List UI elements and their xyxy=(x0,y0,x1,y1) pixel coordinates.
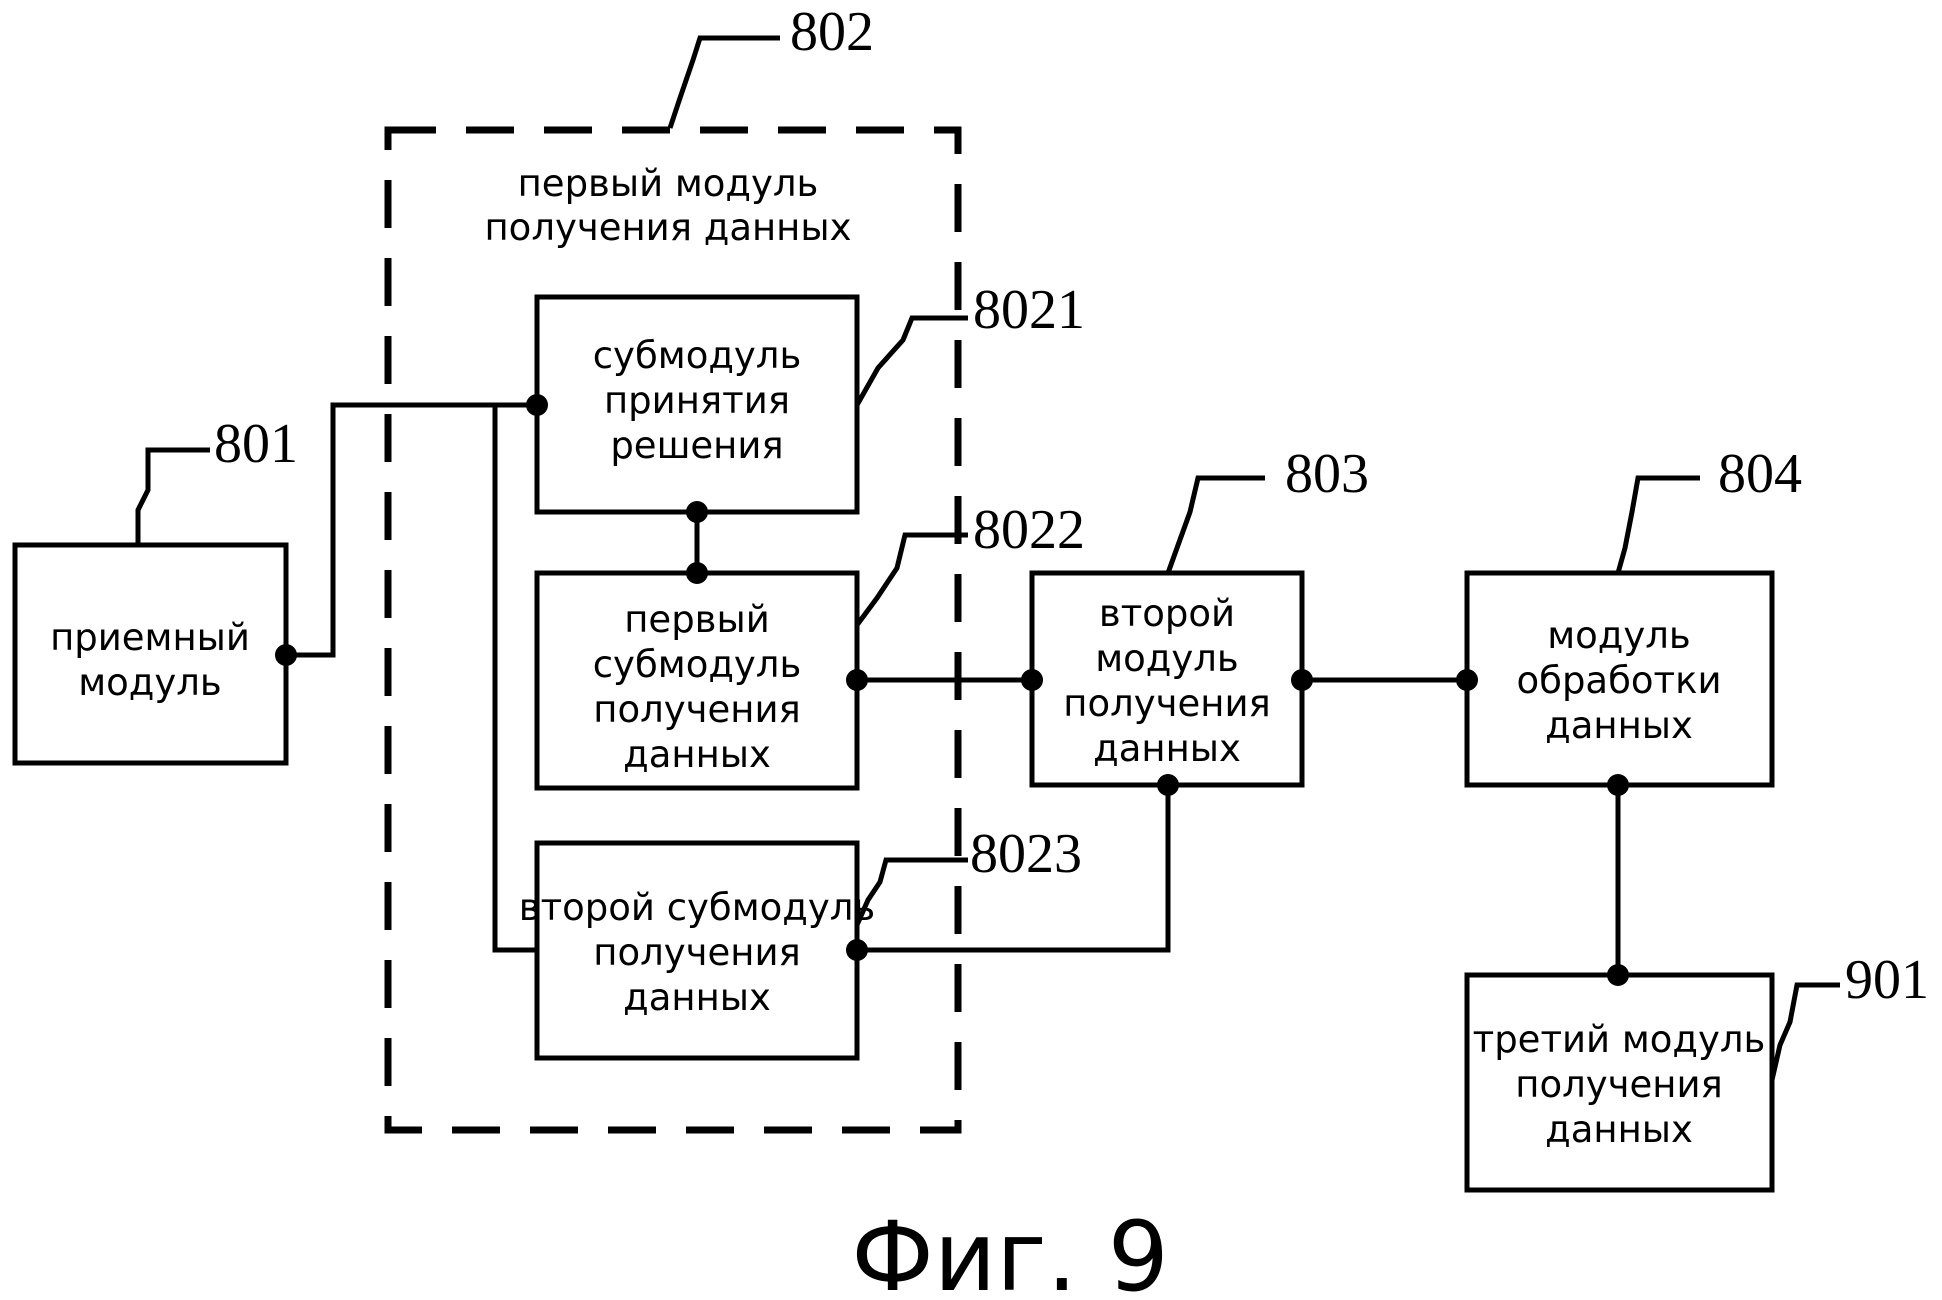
wire-second-sub-to-second-module xyxy=(857,785,1171,953)
second-module-label-line-4: данных xyxy=(1093,727,1241,770)
blocks xyxy=(12,294,1775,1193)
leader-802 xyxy=(667,35,780,129)
second-module-label-line-1: второй xyxy=(1099,592,1235,635)
leader-901 xyxy=(1769,982,1840,1081)
decision-sub-label-line-3: решения xyxy=(610,424,783,467)
dot-second-module-bottom xyxy=(1157,774,1179,796)
second-submodule-block xyxy=(534,840,860,1061)
first-sub-label-line-1: первый xyxy=(624,598,770,641)
ref-804: 804 xyxy=(1718,443,1802,505)
leader-8022 xyxy=(854,532,968,627)
receiver-label-line-1: приемный xyxy=(50,616,250,659)
leader-8021 xyxy=(854,315,968,407)
figure-caption: Фиг. 9 xyxy=(851,1201,1169,1300)
third-module-label-line-1: третий модуль xyxy=(1473,1018,1766,1061)
ref-802: 802 xyxy=(790,1,874,63)
reference-leaders xyxy=(135,35,1840,1081)
first-sub-label-line-3: получения xyxy=(593,688,801,731)
first-module-label-line-2: получения данных xyxy=(484,206,851,249)
processing-label-line-1: модуль xyxy=(1547,614,1690,657)
receiver-label-line-2: модуль xyxy=(78,661,221,704)
ref-801: 801 xyxy=(214,413,298,475)
leader-803 xyxy=(1165,475,1265,574)
dot-decision-in xyxy=(526,394,548,416)
second-module-label-line-2: модуль xyxy=(1095,637,1238,680)
connections xyxy=(286,402,1621,975)
block-labels: приемный модуль первый модуль получения … xyxy=(50,162,1765,1151)
ref-8023: 8023 xyxy=(970,823,1082,885)
third-module-label-line-3: данных xyxy=(1545,1108,1693,1151)
reference-numerals: 801 802 8021 8022 8023 803 804 901 xyxy=(214,1,1929,1011)
wire-branch-to-second-sub xyxy=(492,405,537,953)
decision-sub-label-line-2: принятия xyxy=(604,379,790,422)
dot-processing-bottom xyxy=(1607,774,1629,796)
first-sub-label-line-2: субмодуль xyxy=(593,643,802,686)
leader-8023 xyxy=(854,857,968,927)
dot-receiver-out xyxy=(275,644,297,666)
dot-decision-bottom xyxy=(686,501,708,523)
second-sub-label-line-1: второй субмодуль xyxy=(519,886,875,929)
ref-803: 803 xyxy=(1285,443,1369,505)
dot-third-module-top xyxy=(1607,964,1629,986)
dot-second-sub-out xyxy=(846,939,868,961)
first-sub-label-line-4: данных xyxy=(623,733,771,776)
second-sub-label-line-2: получения xyxy=(593,931,801,974)
first-submodule-block xyxy=(534,570,860,791)
second-sub-label-line-3: данных xyxy=(623,976,771,1019)
third-module-label-line-2: получения xyxy=(1515,1063,1723,1106)
ref-8021: 8021 xyxy=(973,279,1085,341)
third-module-block xyxy=(1464,972,1775,1193)
dot-second-module-out xyxy=(1291,669,1313,691)
dot-second-module-in xyxy=(1021,669,1043,691)
decision-sub-label-line-1: субмодуль xyxy=(593,334,802,377)
dot-processing-in xyxy=(1456,669,1478,691)
dot-first-sub-out xyxy=(846,669,868,691)
second-module-label-line-3: получения xyxy=(1063,682,1271,725)
ref-901: 901 xyxy=(1845,949,1929,1011)
leader-804 xyxy=(1615,475,1700,574)
wire-receiver-to-decision xyxy=(286,402,537,658)
processing-label-line-3: данных xyxy=(1545,704,1693,747)
first-module-label-line-1: первый модуль xyxy=(518,162,819,205)
leader-801 xyxy=(135,447,210,545)
connection-dots xyxy=(275,394,1629,986)
dot-first-sub-top xyxy=(686,562,708,584)
processing-label-line-2: обработки xyxy=(1516,659,1721,702)
ref-8022: 8022 xyxy=(973,499,1085,561)
